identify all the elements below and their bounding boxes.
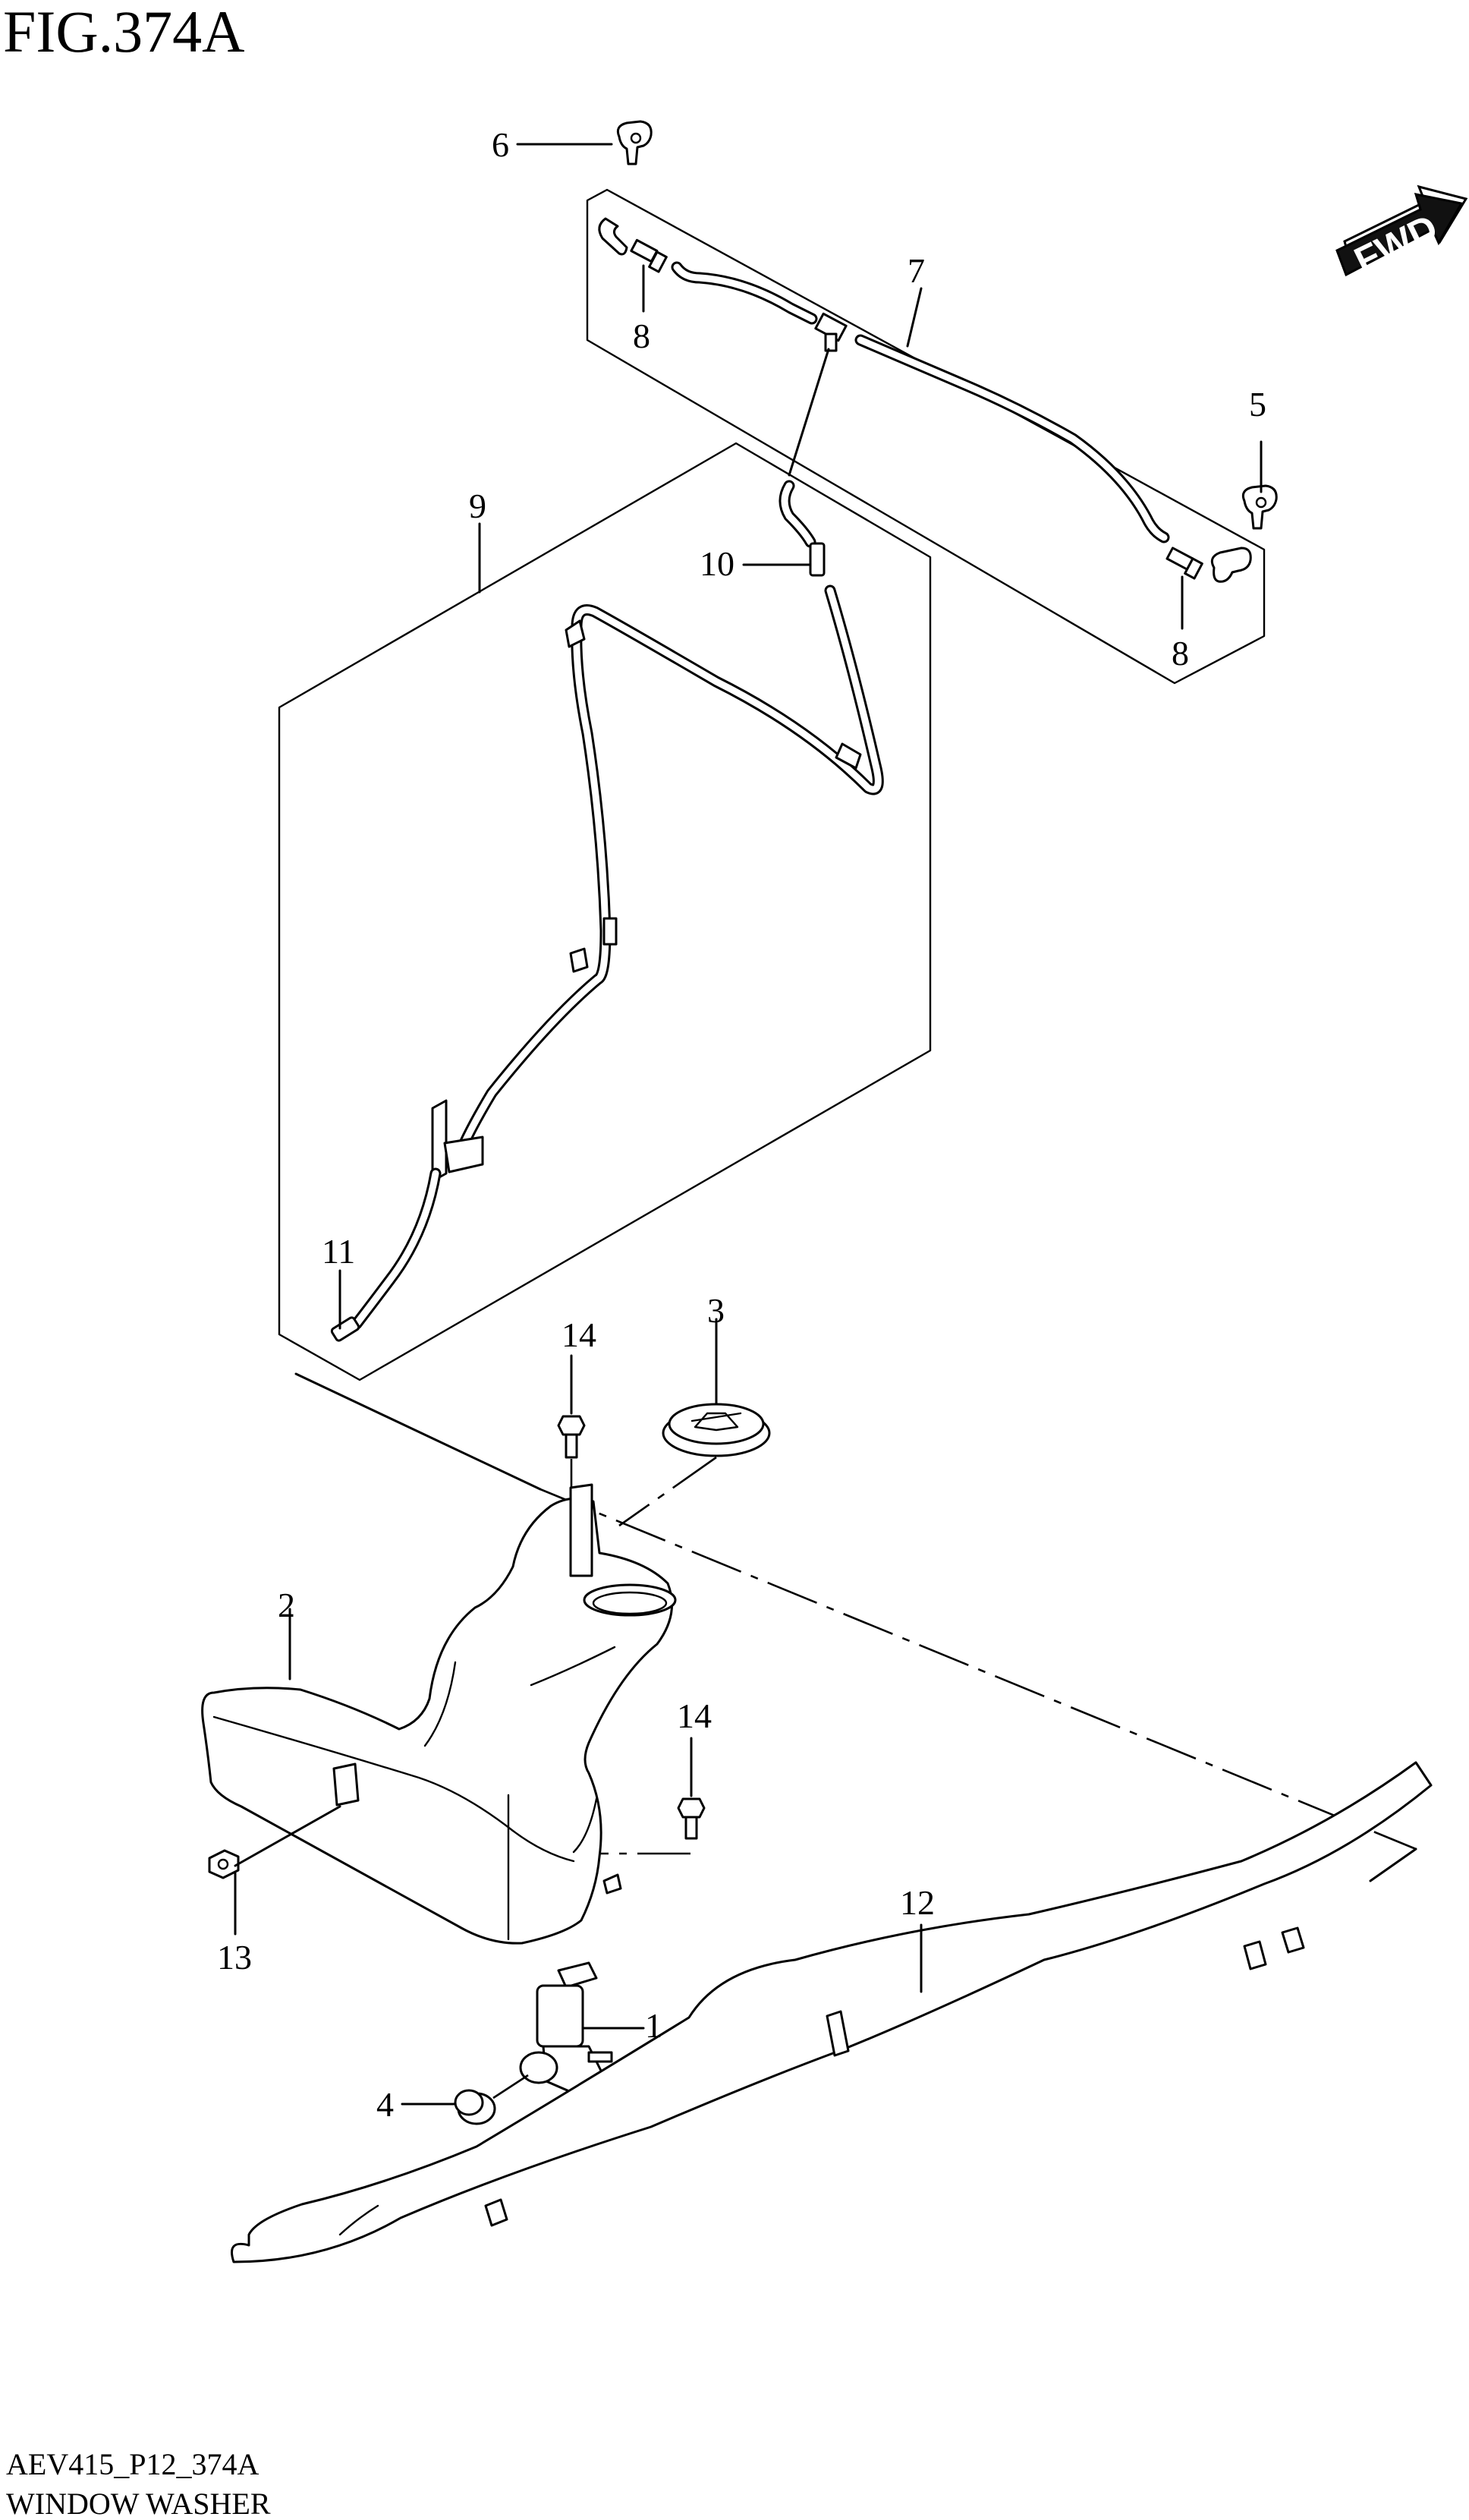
nozzle-5 — [1241, 484, 1278, 530]
connector-8-right — [1165, 547, 1203, 580]
callout-14-upper: 14 — [561, 1315, 596, 1354]
connector-8-left — [630, 238, 668, 273]
callout-13: 13 — [217, 1938, 252, 1977]
reservoir-cap-3 — [662, 1403, 771, 1457]
washer-reservoir-2 — [201, 1483, 677, 1945]
figure-name: WINDOW WASHER — [6, 2487, 271, 2520]
callout-6: 6 — [492, 125, 509, 164]
hose-routing-panel — [278, 442, 932, 1381]
callout-8-left: 8 — [633, 317, 650, 355]
tee-joint — [814, 312, 848, 352]
callout-12: 12 — [900, 1883, 935, 1922]
figure-code: AEV415_P12_374A — [6, 2447, 259, 2481]
callout-1: 1 — [645, 2006, 662, 2045]
figure-title: FIG.374A — [3, 0, 245, 65]
callout-11: 11 — [322, 1232, 355, 1271]
callout-4: 4 — [376, 2085, 394, 2124]
callout-8-right: 8 — [1172, 634, 1189, 673]
callout-10: 10 — [700, 544, 734, 583]
callout-9: 9 — [469, 487, 486, 525]
hose-assembly-panel — [586, 188, 1266, 685]
callout-7: 7 — [908, 251, 925, 290]
callout-14-lower: 14 — [677, 1696, 712, 1735]
nozzle-6 — [616, 120, 653, 165]
grommet-13 — [208, 1849, 240, 1879]
callout-5: 5 — [1249, 385, 1266, 424]
bolt-14-lower — [677, 1797, 706, 1840]
bolt-14-upper — [557, 1415, 586, 1459]
pump-filter-4 — [454, 2089, 496, 2125]
fwd-arrow-icon: FWD — [1335, 184, 1468, 282]
callout-2: 2 — [278, 1586, 295, 1624]
washer-hose-12 — [231, 1761, 1433, 2263]
callout-3: 3 — [707, 1291, 725, 1330]
